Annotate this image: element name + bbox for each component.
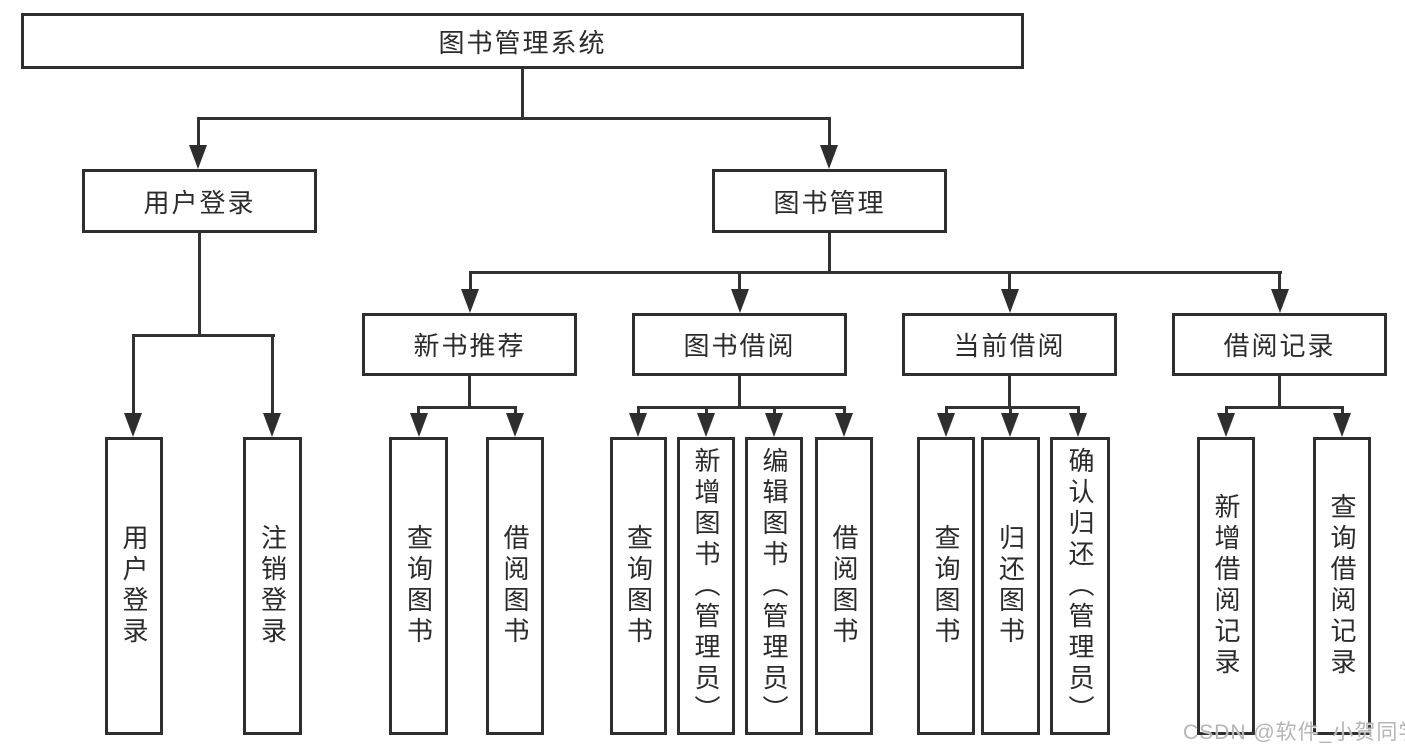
arrow-down-icon — [765, 413, 783, 437]
arrow-down-icon — [835, 413, 853, 437]
arrow-down-icon — [629, 413, 647, 437]
connector-shaft — [945, 406, 948, 416]
connector-shaft — [1278, 271, 1281, 292]
connector-login-stem — [198, 233, 201, 337]
node-leaf-search-borrow-record: 查询借阅记录 — [1313, 437, 1371, 735]
connector-shaft — [1008, 271, 1011, 292]
node-leaf-return-book: 归还图书 — [981, 437, 1040, 735]
node-leaf-add-book-admin: 新增图书（管理员） — [677, 437, 735, 735]
connector-current-stem — [1008, 376, 1011, 409]
arrow-down-icon — [1333, 413, 1351, 437]
connector-shaft — [1009, 406, 1012, 416]
node-leaf-borrow-book-2: 借阅图书 — [815, 437, 873, 735]
node-borrow-records: 借阅记录 — [1172, 313, 1387, 376]
node-leaf-search-book-2: 查询图书 — [610, 437, 667, 735]
node-label: 新增图书（管理员） — [691, 446, 721, 726]
node-leaf-edit-book-admin: 编辑图书（管理员） — [745, 437, 803, 735]
connector-shaft — [738, 271, 741, 292]
connector-mgmt-stem — [828, 233, 831, 274]
connector-mgmt-split — [469, 271, 1282, 274]
node-label: 图书借阅 — [683, 331, 796, 361]
connector-root-split — [197, 117, 831, 120]
connector-shaft — [197, 117, 200, 149]
node-label: 查询借阅记录 — [1327, 493, 1357, 679]
arrow-down-icon — [263, 413, 281, 437]
node-book-borrow: 图书借阅 — [632, 313, 847, 376]
connector-records-stem — [1278, 376, 1281, 409]
node-label: 查询图书 — [931, 524, 961, 648]
arrow-down-icon — [189, 145, 207, 169]
arrow-down-icon — [410, 413, 428, 437]
connector-shaft — [1225, 406, 1228, 416]
connector-shaft — [773, 406, 776, 416]
node-leaf-add-borrow-record: 新增借阅记录 — [1197, 437, 1255, 735]
node-user-login: 用户登录 — [82, 169, 317, 233]
arrow-down-icon — [1217, 413, 1235, 437]
node-leaf-search-book-1: 查询图书 — [389, 437, 448, 735]
connector-shaft — [271, 334, 274, 417]
node-leaf-user-login: 用户登录 — [105, 437, 163, 735]
arrow-down-icon — [1069, 413, 1087, 437]
connector-login-split — [132, 334, 275, 337]
node-current-borrow: 当前借阅 — [902, 313, 1117, 376]
connector-shaft — [514, 406, 517, 416]
connector-borrow-split — [637, 406, 846, 409]
node-label: 新书推荐 — [413, 331, 526, 361]
node-label: 图书管理 — [773, 187, 886, 218]
connector-newbook-split — [417, 406, 517, 409]
arrow-down-icon — [124, 413, 142, 437]
node-label: 图书管理系统 — [438, 27, 607, 58]
node-label: 新增借阅记录 — [1211, 493, 1241, 679]
arrow-down-icon — [820, 145, 838, 169]
connector-newbook-stem — [468, 376, 471, 409]
node-book-management: 图书管理 — [712, 169, 947, 233]
node-label: 编辑图书（管理员） — [759, 446, 789, 726]
arrow-down-icon — [937, 413, 955, 437]
watermark-text: CSDN @软件_小贺同学 — [1183, 721, 1405, 744]
node-leaf-borrow-book-1: 借阅图书 — [486, 437, 544, 735]
node-label: 注销登录 — [257, 524, 288, 648]
node-label: 借阅图书 — [829, 524, 859, 648]
connector-root-stem — [521, 69, 524, 119]
connector-shaft — [1341, 406, 1344, 416]
node-label: 用户登录 — [119, 524, 149, 648]
node-new-book-recommend: 新书推荐 — [362, 313, 577, 376]
node-label: 借阅记录 — [1223, 331, 1336, 361]
node-label: 查询图书 — [623, 524, 654, 648]
node-leaf-confirm-return-admin: 确认归还（管理员） — [1050, 437, 1110, 735]
connector-current-split — [945, 406, 1080, 409]
arrow-down-icon — [1001, 289, 1019, 313]
arrow-down-icon — [506, 413, 524, 437]
node-root: 图书管理系统 — [21, 13, 1024, 69]
connector-borrow-stem — [738, 376, 741, 409]
connector-shaft — [637, 406, 640, 416]
node-label: 查询图书 — [403, 524, 434, 648]
connector-shaft — [705, 406, 708, 416]
connector-shaft — [132, 334, 135, 417]
arrow-down-icon — [1271, 289, 1289, 313]
node-label: 借阅图书 — [500, 524, 530, 648]
arrow-down-icon — [731, 289, 749, 313]
node-label: 用户登录 — [143, 187, 256, 218]
connector-shaft — [469, 271, 472, 292]
node-label: 确认归还（管理员） — [1065, 446, 1095, 726]
node-leaf-search-book-3: 查询图书 — [917, 437, 975, 735]
arrow-down-icon — [461, 289, 479, 313]
connector-shaft — [828, 117, 831, 149]
connector-shaft — [1077, 406, 1080, 416]
arrow-down-icon — [1001, 413, 1019, 437]
connector-shaft — [417, 406, 420, 416]
connector-records-split — [1225, 406, 1344, 409]
node-label: 归还图书 — [995, 524, 1026, 648]
connector-shaft — [843, 406, 846, 416]
node-leaf-logout: 注销登录 — [243, 437, 302, 735]
arrow-down-icon — [697, 413, 715, 437]
node-label: 当前借阅 — [953, 331, 1066, 361]
